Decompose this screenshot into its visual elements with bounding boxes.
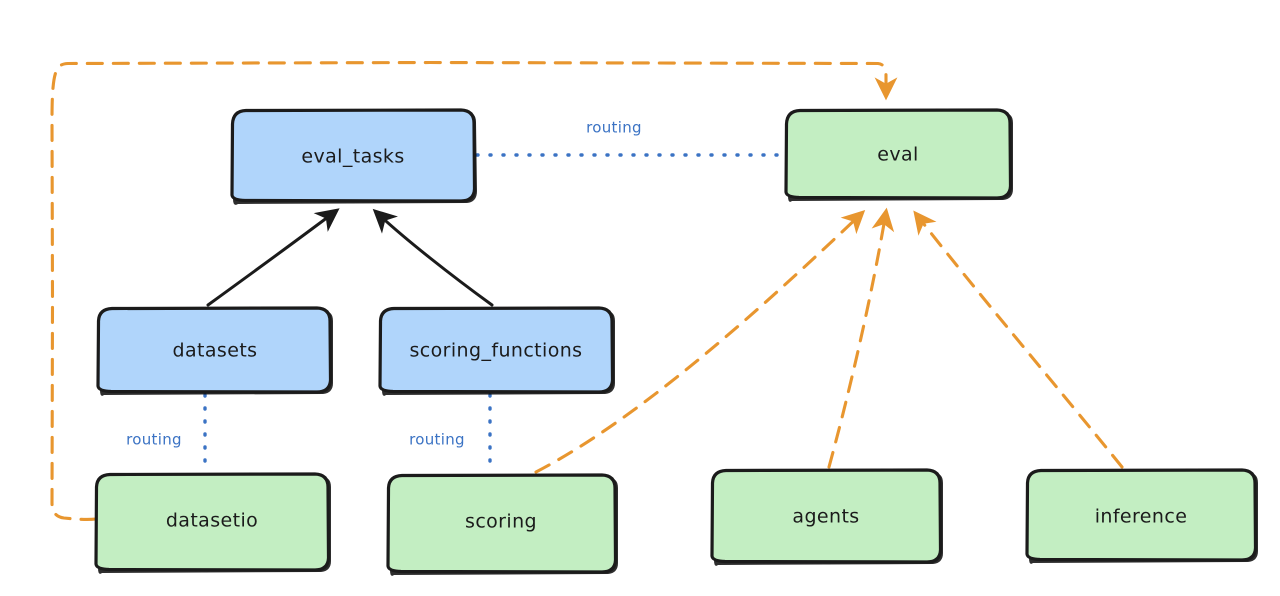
- edge-label-routing-eval: routing: [586, 119, 642, 137]
- edge-label-routing-datasetio: routing: [126, 431, 182, 449]
- node-datasetio-label: datasetio: [166, 510, 258, 532]
- node-scoring_functions-box: [378, 306, 615, 394]
- node-eval_tasks-label: eval_tasks: [301, 146, 404, 168]
- node-datasetio-box: [94, 472, 331, 572]
- node-eval_tasks[interactable]: eval_tasks: [230, 108, 477, 205]
- node-scoring_functions[interactable]: scoring_functions: [378, 306, 615, 396]
- node-datasets[interactable]: datasets: [96, 306, 333, 396]
- api-composition-edges: [206, 208, 494, 307]
- node-eval_tasks-box: [230, 108, 477, 203]
- node-scoring_functions-label: scoring_functions: [410, 340, 583, 362]
- edge-labels: routing routing routing: [126, 119, 642, 449]
- node-agents[interactable]: agents: [710, 468, 943, 566]
- node-inference-box: [1025, 468, 1258, 562]
- node-datasetio[interactable]: datasetio: [94, 472, 331, 574]
- node-scoring-label: scoring: [465, 511, 537, 533]
- node-inference[interactable]: inference: [1025, 468, 1258, 564]
- node-datasets-box: [96, 306, 333, 394]
- edge-scoring-functions-eval-tasks: [372, 208, 494, 307]
- edge-inference-eval: [913, 210, 1124, 469]
- edge-datasetio-eval: [50, 60, 898, 521]
- node-eval-label: eval: [877, 144, 918, 166]
- routing-edges: [203, 153, 785, 474]
- node-inference-label: inference: [1095, 506, 1188, 528]
- edge-datasets-eval-tasks: [206, 208, 340, 307]
- node-eval-box: [784, 108, 1013, 200]
- node-scoring-box: [386, 473, 618, 574]
- node-agents-label: agents: [792, 506, 859, 528]
- edge-agents-eval: [827, 207, 895, 469]
- node-agents-box: [710, 468, 943, 564]
- dependency-edges: [50, 60, 1124, 521]
- node-scoring[interactable]: scoring: [386, 473, 618, 576]
- edge-label-routing-scoring: routing: [409, 431, 465, 449]
- node-datasets-label: datasets: [173, 340, 258, 362]
- node-eval[interactable]: eval: [784, 108, 1013, 202]
